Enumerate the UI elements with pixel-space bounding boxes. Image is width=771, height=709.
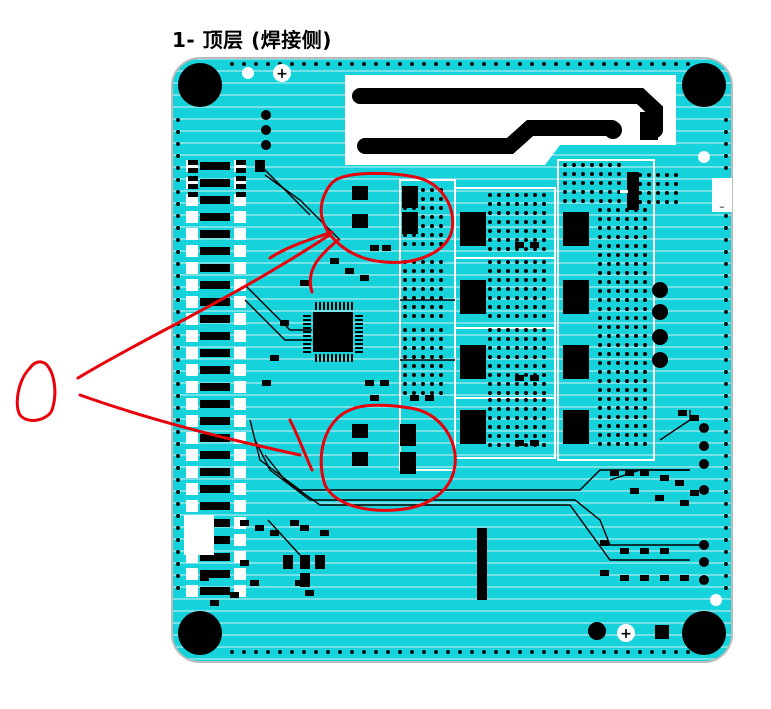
annotation-circle-top [319, 171, 455, 264]
polarity-plus-top: + [273, 64, 291, 82]
output-pads [255, 110, 709, 640]
mounting-holes [178, 63, 726, 655]
red-annotation [15, 171, 457, 512]
board-layer-title: 1- 顶层 (焊接侧) [172, 28, 332, 52]
svg-text:+: + [276, 66, 288, 82]
polarity-plus-bottom: + [617, 624, 635, 642]
mcu-chip [303, 302, 363, 362]
annotation-pointer [15, 360, 57, 422]
svg-text:+: + [620, 626, 632, 642]
edge-vias [176, 62, 728, 654]
annotation-circle-bottom [319, 403, 457, 512]
white-pads [184, 67, 732, 606]
mosfet-packages [352, 172, 639, 474]
via-field [403, 163, 678, 447]
polarity-minus-right: – [719, 200, 725, 213]
